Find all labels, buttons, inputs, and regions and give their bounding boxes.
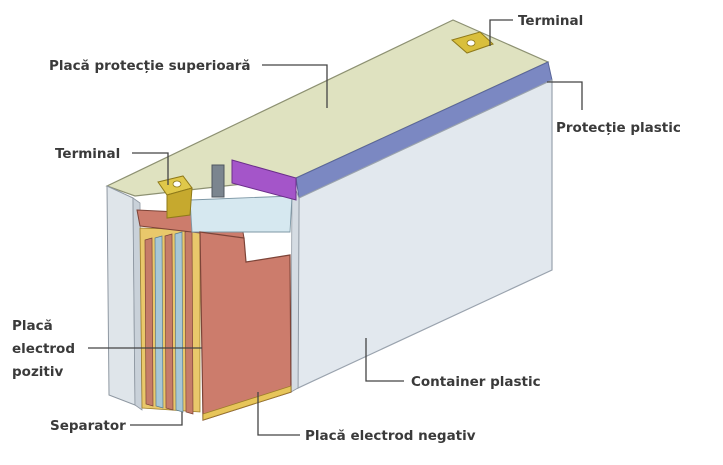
label-container: Container plastic <box>411 374 541 390</box>
label-separator: Separator <box>50 418 126 434</box>
battery-body <box>105 19 553 411</box>
leader-separator <box>130 412 183 426</box>
leader-terminal-left <box>132 152 169 185</box>
terminal-left <box>157 175 193 219</box>
label-positive-plate-2: electrod <box>12 341 75 357</box>
internal-components <box>136 159 297 421</box>
leader-container <box>365 338 404 382</box>
terminal-top <box>450 31 494 54</box>
label-plastic-cover: Protecție plastic <box>556 120 681 136</box>
container-end-wall <box>106 185 136 406</box>
terminal-post <box>211 164 225 198</box>
leader-top-cover <box>262 64 328 108</box>
container-inner-wall <box>132 197 143 411</box>
container-front-strip <box>290 179 300 393</box>
negative-strap <box>189 195 293 233</box>
plate-stack <box>139 227 201 415</box>
purple-block <box>231 159 297 201</box>
leader-terminal-top <box>489 19 513 46</box>
plate-base-edge <box>202 385 292 421</box>
labels: Terminal Placă protecție superioară Prot… <box>12 13 681 444</box>
label-positive-plate-3: pozitiv <box>12 364 64 380</box>
leader-plastic-cover <box>547 81 583 110</box>
leader-negative-plate <box>257 392 300 436</box>
label-negative-plate: Placă electrod negativ <box>305 428 476 444</box>
label-terminal-left: Terminal <box>55 146 120 162</box>
leader-lines <box>88 19 583 436</box>
label-positive-plate-1: Placă <box>12 318 53 334</box>
label-top-cover: Placă protecție superioară <box>49 58 251 74</box>
label-terminal-top: Terminal <box>518 13 583 29</box>
